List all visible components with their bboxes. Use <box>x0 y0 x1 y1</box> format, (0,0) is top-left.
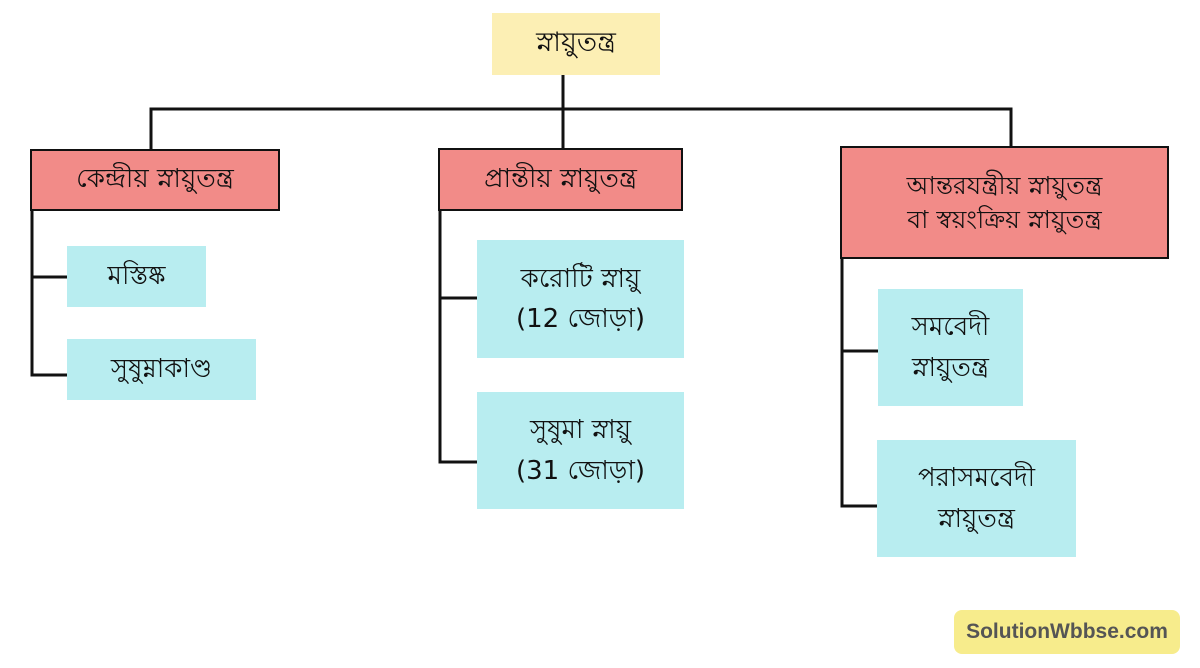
leaf-label-line: স্নায়ুতন্ত্র <box>938 503 1015 534</box>
leaf-cranial-nerves: করোটি স্নায়ু (12 জোড়া) <box>477 240 684 358</box>
branch-heading-line: আন্তরযন্ত্রীয় স্নায়ুতন্ত্র <box>906 170 1103 200</box>
leaf-label-line: পরাসমবেদী <box>917 463 1036 494</box>
branch-heading-line: বা স্বয়ংক্রিয় স্নায়ুতন্ত্র <box>907 204 1102 234</box>
leaf-sympathetic: সমবেদী স্নায়ুতন্ত্র <box>878 289 1023 406</box>
leaf-parasympathetic: পরাসমবেদী স্নায়ুতন্ত্র <box>877 440 1076 557</box>
leaf-label-line: করোটি স্নায়ু <box>520 263 641 294</box>
branch-autonomic-nervous-system: আন্তরযন্ত্রীয় স্নায়ুতন্ত্র বা স্বয়ংক্… <box>840 146 1169 259</box>
branch-peripheral-nervous-system: প্রান্তীয় স্নায়ুতন্ত্র <box>438 148 683 211</box>
leaf-label-line: (31 জোড়া) <box>515 455 646 486</box>
root-node: স্নায়ুতন্ত্র <box>492 13 660 75</box>
leaf-spinal-nerves: সুষুমা স্নায়ু (31 জোড়া) <box>477 392 684 509</box>
leaf-label-line: মস্তিষ্ক <box>107 261 166 292</box>
watermark-text: SolutionWbbse.com <box>966 620 1168 643</box>
watermark-badge: SolutionWbbse.com <box>954 610 1180 654</box>
leaf-spinal-cord: সুষুম্নাকাণ্ড <box>67 339 256 400</box>
branch-heading-line: প্রান্তীয় স্নায়ুতন্ত্র <box>484 163 637 194</box>
branch-heading-line: কেন্দ্রীয় স্নায়ুতন্ত্র <box>76 164 234 195</box>
leaf-label-line: সুষুমা স্নায়ু <box>529 415 632 446</box>
leaf-label-line: স্নায়ুতন্ত্র <box>912 352 989 383</box>
leaf-label-line: সুষুম্নাকাণ্ড <box>110 354 213 385</box>
leaf-brain: মস্তিষ্ক <box>67 246 206 307</box>
leaf-label-line: (12 জোড়া) <box>515 304 646 334</box>
leaf-label-line: সমবেদী <box>911 312 990 343</box>
branch-central-nervous-system: কেন্দ্রীয় স্নায়ুতন্ত্র <box>30 149 280 211</box>
root-label: স্নায়ুতন্ত্র <box>536 26 616 58</box>
